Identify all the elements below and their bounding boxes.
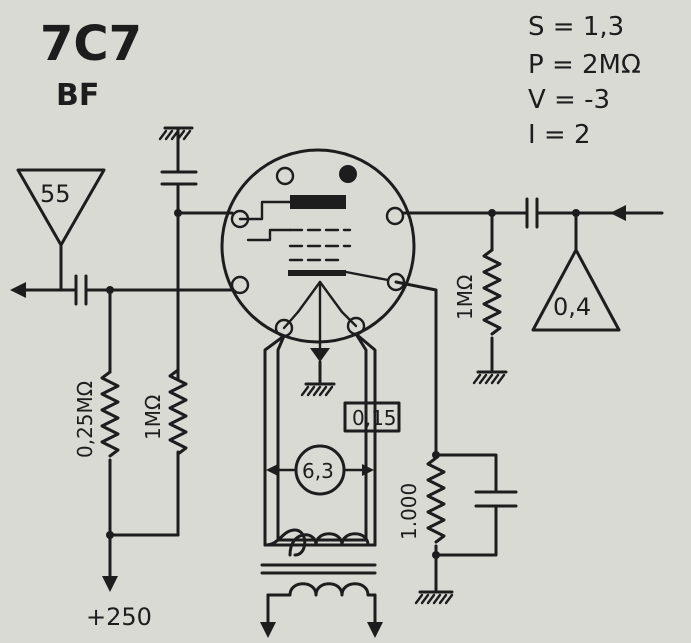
tube-function: BF (56, 78, 99, 113)
input-amplifier (16, 168, 106, 247)
heater-voltage: 6,3 (302, 459, 334, 483)
tube-electrodes (238, 195, 390, 357)
plate-resistor (100, 288, 120, 537)
tube-pins (230, 165, 406, 338)
param-v: V = -3 (528, 85, 610, 115)
param-p: P = 2MΩ (528, 50, 641, 80)
grid-input (401, 197, 664, 252)
output-gain: 0,4 (553, 293, 591, 321)
heater-current-box (343, 401, 401, 433)
tube-type: 7C7 (40, 16, 142, 72)
param-s: S = 1,3 (528, 12, 624, 42)
supply-voltage: +250 (86, 603, 152, 631)
plate-output (10, 274, 234, 306)
output-amplifier (531, 248, 621, 332)
plate-resistor-label: 0,25MΩ (73, 381, 97, 458)
heater-voltage-indicator (266, 444, 374, 496)
tube-envelope (220, 148, 416, 344)
supply-line (102, 531, 180, 592)
heater-transformer (260, 528, 383, 638)
screen-resistor (168, 368, 188, 537)
screen-resistor-label: 1MΩ (141, 395, 165, 440)
param-i: I = 2 (528, 120, 591, 150)
cathode-resistor-label: 1.000 (397, 483, 421, 540)
heater-current: 0,15 (352, 406, 397, 430)
heater-ground (300, 348, 336, 397)
heater-wiring (263, 332, 377, 547)
input-gain: 55 (40, 180, 71, 208)
cathode-circuit (394, 280, 518, 605)
grid-resistor-label: 1MΩ (453, 275, 477, 320)
grid-resistor (472, 211, 508, 385)
screen-bypass (158, 126, 234, 382)
